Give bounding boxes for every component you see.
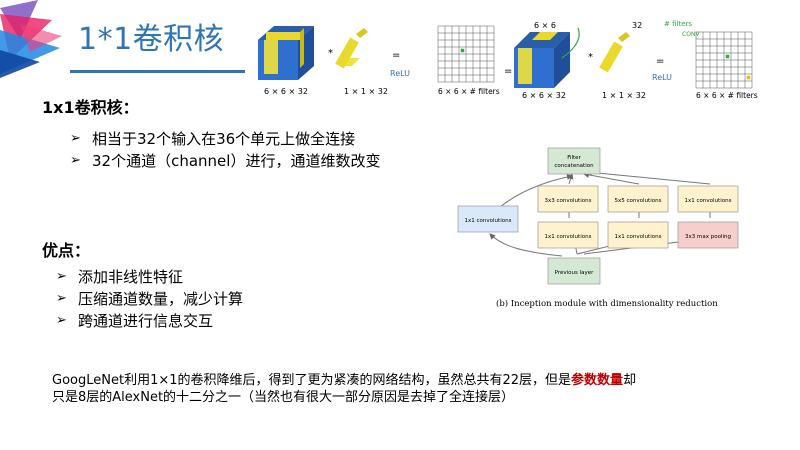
output-label-right: 6 × 6 × # filters — [696, 91, 758, 100]
volume-label-left: 6 × 6 × 32 — [264, 87, 308, 96]
grid-marker — [746, 75, 751, 80]
slide-title: 1*1卷积核 — [78, 22, 225, 57]
filter-label-right: 1 × 1 × 32 — [602, 91, 646, 100]
previous-layer-box — [547, 257, 601, 285]
input-volume-left — [258, 26, 314, 80]
handwritten-32: 32 — [632, 21, 642, 30]
conv-3x3-box — [537, 185, 599, 213]
conv-5x5-label: 5x5 convolutions — [615, 198, 662, 204]
equals-symbol-left: = — [392, 50, 400, 61]
section-heading-1x1: 1x1卷积核： — [42, 98, 139, 117]
output-grid-right — [695, 31, 753, 89]
conv-1x1-a-box — [537, 221, 599, 249]
bullet-item: 添加非线性特征 — [56, 266, 243, 288]
paragraph-part2: 却只是8层的AlexNet的十二分之一（当然也有很大一部分原因是去掉了全连接层） — [52, 373, 637, 405]
conv-1x1-a-label: 1x1 convolutions — [545, 234, 592, 240]
section-heading-advantages: 优点： — [42, 241, 91, 260]
conv-1x1-right-label: 1x1 convolutions — [685, 198, 732, 204]
bullet-list-1x1: 相当于32个输入在36个单元上做全连接 32个通道（channel）进行，通道维… — [70, 128, 380, 172]
handwritten-filters: # filters — [664, 20, 692, 28]
paragraph-highlight: 参数数量 — [571, 373, 624, 388]
title-underline — [70, 70, 245, 73]
bullet-list-advantages: 添加非线性特征 压缩通道数量，减少计算 跨通道进行信息交互 — [56, 266, 243, 332]
relu-right: ReLU — [652, 73, 672, 82]
corner-decoration — [0, 0, 62, 78]
conv-5x5-box — [607, 185, 669, 213]
equals-symbol-mid: = — [504, 66, 512, 77]
inception-caption: (b) Inception module with dimensionality… — [496, 298, 718, 309]
input-volume-right — [514, 27, 580, 88]
times-symbol-left: * — [328, 48, 333, 59]
googlenet-paragraph: GoogLeNet利用1×1的卷积降维后，得到了更为紧凑的网络结构，虽然总共有2… — [52, 372, 642, 406]
equals-symbol-right: = — [656, 56, 664, 67]
bullet-item: 相当于32个输入在36个单元上做全连接 — [70, 128, 380, 150]
conv-1x1-b-box — [607, 221, 669, 249]
bullet-item: 32个通道（channel）进行，通道维数改变 — [70, 150, 380, 172]
relu-left: ReLU — [390, 69, 410, 78]
filter-right — [599, 32, 630, 73]
max-pool-label: 3x3 max pooling — [685, 234, 731, 240]
filter-left — [335, 28, 368, 69]
inception-diagram: Filter concatenation 3x3 convolutions 5x… — [457, 147, 739, 309]
filter-concat-box — [547, 147, 601, 175]
paragraph-part1: GoogLeNet利用1×1的卷积降维后，得到了更为紧凑的网络结构，虽然总共有2… — [52, 373, 572, 388]
grid-marker — [460, 48, 465, 53]
conv-1x1-left-box — [457, 205, 519, 233]
handwritten-conv: CONV — [682, 31, 700, 38]
conv-1x1-right-box — [677, 185, 739, 213]
top-label-right: 6 × 6 — [534, 21, 556, 30]
output-grid-left — [437, 25, 495, 83]
output-label-left: 6 × 6 × # filters — [438, 87, 500, 96]
previous-layer-label: Previous layer — [555, 270, 595, 276]
bullet-item: 压缩通道数量，减少计算 — [56, 288, 243, 310]
grid-marker — [725, 54, 730, 59]
conv-1x1-b-label: 1x1 convolutions — [615, 234, 662, 240]
conv-1x1-left-label: 1x1 convolutions — [465, 218, 512, 224]
diagram-arrows — [489, 169, 713, 257]
bullet-item: 跨通道进行信息交互 — [56, 310, 243, 332]
filter-concat-line2: concatenation — [554, 163, 594, 169]
max-pool-box — [677, 221, 739, 249]
times-symbol-right: * — [588, 52, 593, 63]
filter-concat-line1: Filter — [567, 155, 581, 161]
conv-3x3-label: 3x3 convolutions — [545, 198, 592, 204]
filter-label-left: 1 × 1 × 32 — [344, 87, 388, 96]
volume-label-right: 6 × 6 × 32 — [522, 91, 566, 100]
conv-illustration: 6 × 6 × 32 * 1 × 1 × 32 = ReLU 6 × 6 × #… — [258, 20, 758, 100]
